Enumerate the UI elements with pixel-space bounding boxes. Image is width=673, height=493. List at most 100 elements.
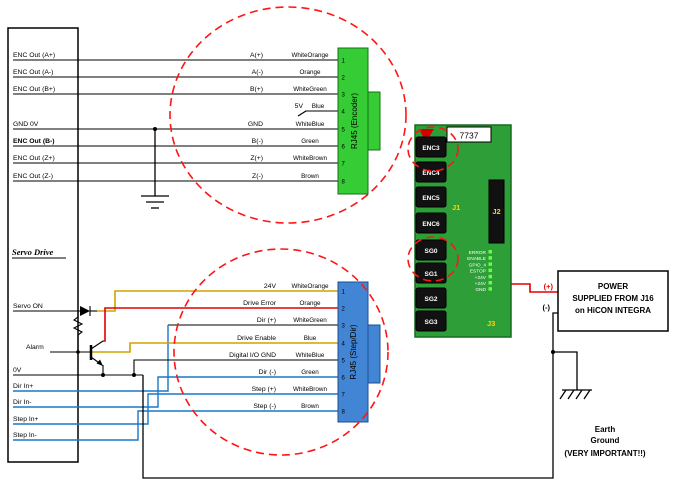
servo-encoder-labels: ENC Out (A+) ENC Out (A-) ENC Out (B+) G… xyxy=(13,52,55,180)
wire-dir-in-plus xyxy=(13,325,169,392)
encoder-pin-3: 3 xyxy=(342,93,346,99)
rj45-encoder-pin-numbers: 1 2 3 4 5 6 7 8 xyxy=(342,59,346,186)
alarm-transistor xyxy=(89,340,104,375)
rj45-encoder-tab xyxy=(367,91,381,151)
resistor-symbol xyxy=(72,311,84,352)
j1-label: J1 xyxy=(452,203,460,212)
wire-digital-io-gnd xyxy=(133,359,338,375)
enc-signal-4-5v: 5V xyxy=(295,103,304,110)
sd-wirecolor-6: Green xyxy=(301,369,319,376)
servo-label-dir-in-plus: Dir In+ xyxy=(13,383,33,390)
stepdir-cable-highlight-ellipse xyxy=(173,248,389,456)
enc6-label: ENC6 xyxy=(422,221,440,228)
enc3-label: ENC3 xyxy=(422,145,440,152)
encoder-cable-highlight-ellipse xyxy=(169,6,407,224)
stepdir-pin-1: 1 xyxy=(342,290,346,296)
enc-wirecolor-6: Green xyxy=(301,138,319,145)
servo-label-enc-b-plus: ENC Out (B+) xyxy=(13,86,55,93)
servo-on-opto-components xyxy=(72,306,104,375)
servo-label-alarm: Alarm xyxy=(26,344,44,351)
servo-label-step-in-minus: Step In- xyxy=(13,432,37,439)
earth-label-line3: (VERY IMPORTANT!!) xyxy=(564,449,646,458)
encoder-pin-4: 4 xyxy=(342,110,346,116)
sg0-label: SG0 xyxy=(424,248,437,255)
enc5-connector xyxy=(415,186,447,208)
power-minus-label: (-) xyxy=(543,303,551,312)
sg2-label: SG2 xyxy=(424,296,437,303)
sg2-connector xyxy=(415,287,447,309)
stepdir-pin-3: 3 xyxy=(342,324,346,330)
encoder-pin-6: 6 xyxy=(342,145,346,151)
part-number-label: 7737 xyxy=(460,131,479,141)
sd-wirecolor-2: Orange xyxy=(299,300,321,307)
encoder-pin-2: 2 xyxy=(342,76,346,82)
sd-wirecolor-8: Brown xyxy=(301,403,319,410)
sg1-label: SG1 xyxy=(424,271,437,278)
rj45-encoder-connector: RJ45 (Encoder) 1 2 3 4 5 6 7 8 xyxy=(337,47,381,195)
sg3-connector xyxy=(415,310,447,332)
status-gpio4: GPIO_4 xyxy=(469,262,487,268)
enc-port-blocks: ENC3 ENC4 ENC5 ENC6 xyxy=(415,136,447,234)
enc3-highlight-circle xyxy=(407,126,459,172)
enc-wirecolor-7: WhiteBrown xyxy=(293,155,327,162)
junction-dot-base xyxy=(76,350,80,354)
enc-wirecolor-3: WhiteGreen xyxy=(293,86,327,93)
sd-signal-2: Drive Error xyxy=(243,300,277,307)
earth-label-line1: Earth xyxy=(595,425,616,434)
status-led-icons xyxy=(488,250,492,291)
enc6-connector xyxy=(415,212,447,234)
status-error: ERROR xyxy=(469,250,487,256)
signal-ground-symbol xyxy=(141,195,169,209)
rj45-encoder-label: RJ45 (Encoder) xyxy=(350,93,359,149)
j3-label: J3 xyxy=(487,319,495,328)
encoder-signal-labels: A(+) A(-) B(+) 5V GND B(-) Z(+) Z(-) Whi… xyxy=(248,52,329,180)
encoder-pin-8: 8 xyxy=(342,180,346,186)
enc-wirecolor-2: Orange xyxy=(299,69,321,76)
enc-signal-6: B(-) xyxy=(252,138,263,145)
sd-wirecolor-5: WhiteBlue xyxy=(296,352,325,359)
earth-ground-section: Earth Ground (VERY IMPORTANT!!) xyxy=(559,389,646,458)
servo-label-enc-b-minus: ENC Out (B-) xyxy=(13,138,55,145)
j2-label: J2 xyxy=(492,207,500,216)
earth-ground-symbol xyxy=(559,389,592,400)
wire-dir-minus xyxy=(13,376,338,408)
led-icon xyxy=(488,274,492,279)
encoder-pin-7: 7 xyxy=(342,162,346,168)
enc-wirecolor-4: Blue xyxy=(312,103,325,110)
rj45-stepdir-body xyxy=(337,281,369,423)
enc-signal-3: B(+) xyxy=(250,86,263,93)
sd-wirecolor-3: WhiteGreen xyxy=(293,317,327,324)
status-estop: ESTOP xyxy=(470,269,486,275)
earth-label-line2: Ground xyxy=(591,436,620,445)
enc5-label: ENC5 xyxy=(422,195,440,202)
wire-power-plus xyxy=(511,283,558,293)
sd-signal-6: Dir (-) xyxy=(259,369,276,376)
wire-step-minus xyxy=(13,410,338,441)
stepdir-pin-5: 5 xyxy=(342,359,346,365)
sd-wirecolor-4: Blue xyxy=(304,335,317,342)
sd-signal-1: 24V xyxy=(264,283,277,290)
transistor-emitter-arrow xyxy=(96,359,103,366)
rj45-stepdir-connector: RJ45 (Step/Dir) 1 2 3 4 5 6 7 8 xyxy=(337,281,381,423)
enc-wirecolor-5: WhiteBlue xyxy=(296,121,325,128)
led-icon xyxy=(488,287,492,291)
enc3-connector xyxy=(415,136,447,158)
enc-signal-2: A(-) xyxy=(252,69,263,76)
rj45-stepdir-label: RJ45 (Step/Dir) xyxy=(349,324,358,379)
rj45-stepdir-pin-numbers: 1 2 3 4 5 6 7 8 xyxy=(342,290,346,416)
servo-drive-box xyxy=(7,27,79,463)
enc-signal-7: Z(+) xyxy=(250,155,263,162)
wire-enc-5v-tick xyxy=(297,110,307,117)
power-supply-section: (+) (-) POWER SUPPLIED FROM J16 on HiCON… xyxy=(511,270,669,332)
servo-label-enc-a-minus: ENC Out (A-) xyxy=(13,69,53,76)
wire-24v xyxy=(97,290,338,312)
junction-dot-0v-a xyxy=(132,373,136,377)
power-text-line2: SUPPLIED FROM J16 xyxy=(572,294,654,303)
servo-label-enc-z-minus: ENC Out (Z-) xyxy=(13,173,53,180)
servo-label-0v: 0V xyxy=(13,367,22,374)
stepdir-pin-2: 2 xyxy=(342,307,346,313)
status-enable: ENABLE xyxy=(467,256,486,262)
led-icon xyxy=(488,250,492,254)
wire-drive-enable xyxy=(92,342,338,353)
sd-signal-7: Step (+) xyxy=(252,386,276,393)
